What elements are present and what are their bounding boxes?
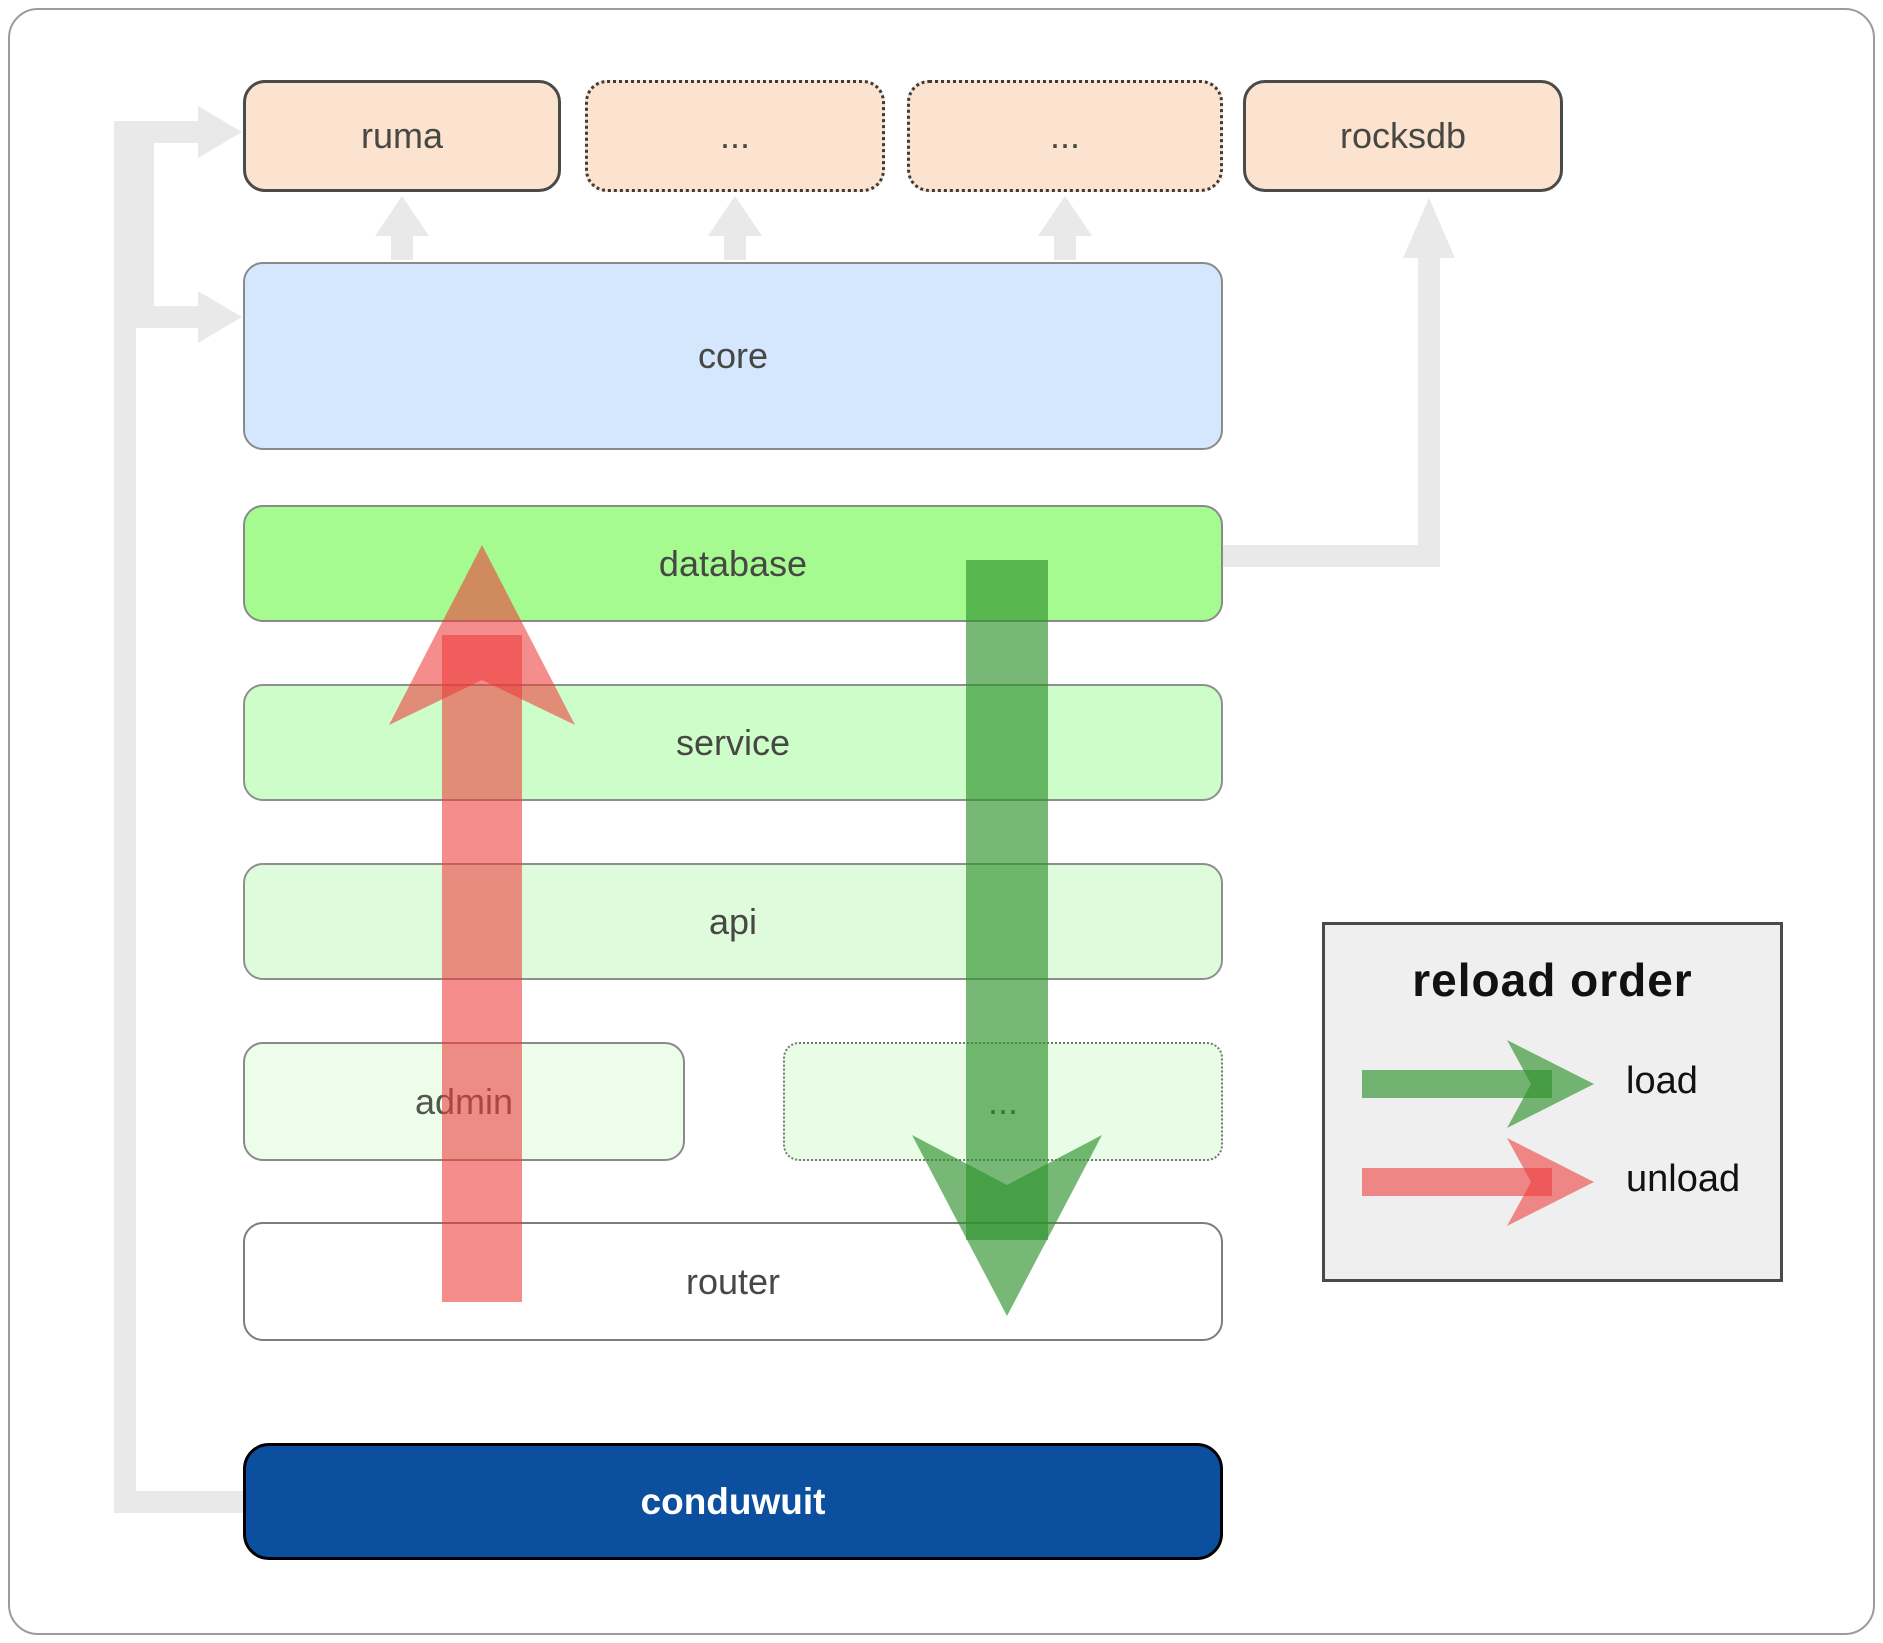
box-service: service	[243, 684, 1223, 801]
arrowhead-up-ellipsis1-icon	[708, 196, 762, 236]
box-ellipsis-2-label: ...	[1049, 115, 1080, 156]
box-conduwuit: conduwuit	[243, 1443, 1223, 1560]
connector-branch-to-core	[132, 132, 198, 328]
box-database: database	[243, 505, 1223, 622]
box-rocksdb: rocksdb	[1243, 80, 1563, 192]
box-ruma-label: ruma	[360, 115, 444, 156]
box-ruma: ruma	[243, 80, 561, 192]
connector-database-to-rocksdb	[1223, 256, 1440, 567]
box-router-label: router	[685, 1260, 781, 1302]
arrowhead-up-ellipsis2-icon	[1038, 196, 1092, 236]
legend: reload order	[1322, 922, 1783, 1282]
box-admin-ellipsis-label: ...	[987, 1080, 1018, 1122]
box-ellipsis-2: ...	[907, 80, 1223, 192]
legend-unload-label: unload	[1626, 1158, 1741, 1200]
legend-load-label: load	[1626, 1060, 1698, 1102]
box-ellipsis-1-label: ...	[719, 115, 750, 156]
box-core: core	[243, 262, 1223, 450]
box-conduwuit-label: conduwuit	[640, 1480, 826, 1522]
box-admin: admin	[243, 1042, 685, 1161]
arrowhead-into-ruma-icon	[198, 106, 242, 158]
box-rocksdb-label: rocksdb	[1339, 115, 1467, 156]
arrowhead-up-ruma-icon	[375, 196, 429, 236]
box-admin-label: admin	[414, 1080, 514, 1122]
box-router: router	[243, 1222, 1223, 1341]
arrowhead-into-rocksdb-icon	[1403, 198, 1455, 258]
box-ellipsis-1: ...	[585, 80, 885, 192]
box-service-label: service	[675, 721, 791, 763]
box-core-label: core	[697, 335, 769, 376]
box-admin-ellipsis: ...	[783, 1042, 1223, 1161]
legend-title: reload order	[1412, 954, 1693, 1006]
box-database-label: database	[658, 542, 808, 584]
box-api-label: api	[708, 900, 758, 942]
connector-conduwuit-to-ruma	[114, 121, 243, 1513]
arrowhead-into-core-icon	[198, 291, 242, 343]
box-api: api	[243, 863, 1223, 980]
